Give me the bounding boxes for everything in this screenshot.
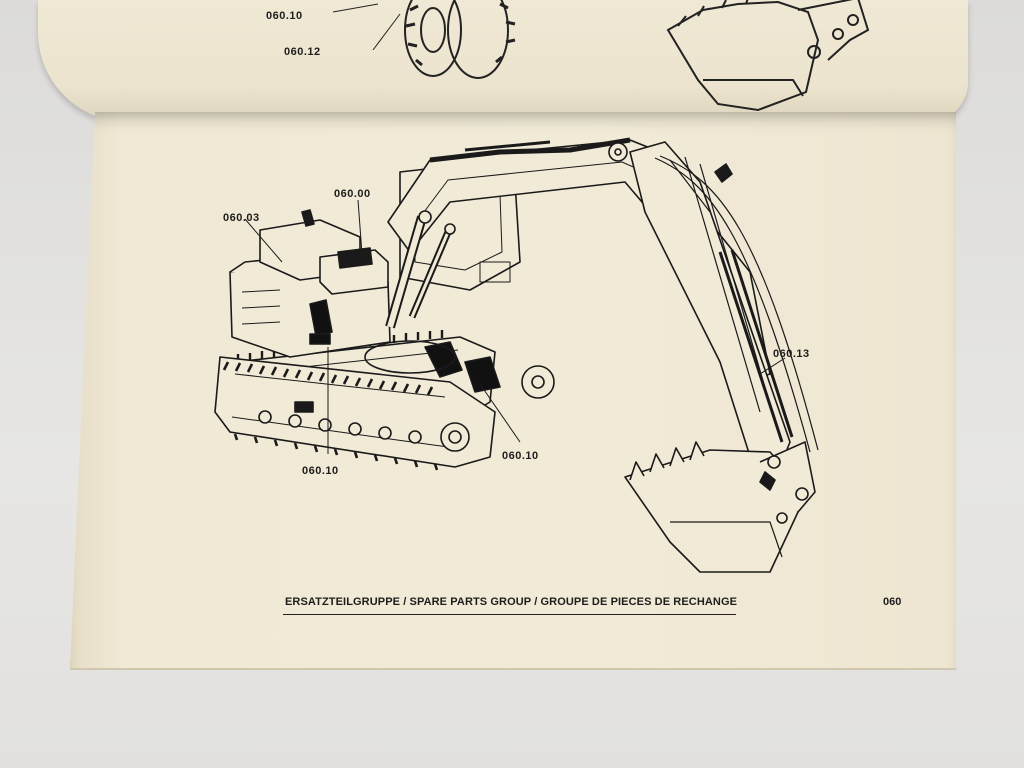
previous-page-illustration (332, 0, 870, 112)
previous-page: 060.10 060.12 (38, 0, 968, 122)
part-label-060-00: 060.00 (334, 188, 371, 200)
previous-page-label-1: 060.10 (266, 10, 303, 22)
page-number: 060 (883, 596, 902, 608)
part-label-060-03: 060.03 (223, 212, 260, 224)
footer-divider (283, 614, 736, 615)
part-label-060-10-left: 060.10 (302, 465, 339, 477)
excavator-illustration (214, 137, 819, 573)
part-label-060-10-right: 060.10 (502, 450, 539, 462)
book-page: 060.03 060.00 060.13 060.10 060.10 (70, 112, 956, 668)
footer-title: ERSATZTEILGRUPPE / SPARE PARTS GROUP / G… (285, 596, 738, 608)
part-label-060-13: 060.13 (773, 348, 810, 360)
previous-page-label-2: 060.12 (284, 46, 321, 58)
